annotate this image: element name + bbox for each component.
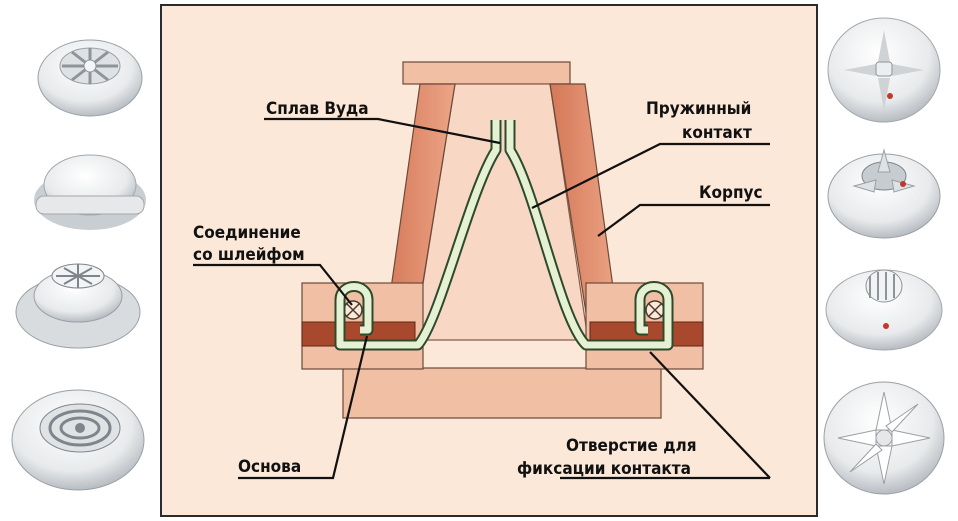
heat-detector-icon xyxy=(37,39,143,117)
leader-lines xyxy=(193,117,771,480)
heat-detector-icon xyxy=(827,17,941,123)
left-detector-column xyxy=(11,39,146,491)
right-clamp xyxy=(645,300,665,320)
spring-contact xyxy=(334,120,674,351)
label-housing: Корпус xyxy=(699,183,763,203)
top-cap xyxy=(402,61,571,85)
heat-detector-icon xyxy=(15,263,141,349)
heat-detector-icon xyxy=(823,381,945,495)
label-base: Основа xyxy=(238,457,301,477)
label-spring-contact-1: Пружинный xyxy=(646,99,751,119)
heat-detector-icon xyxy=(827,148,941,239)
label-spring-contact-2: контакт xyxy=(682,123,752,143)
heat-detector-icon xyxy=(34,154,146,230)
right-detector-column xyxy=(823,17,945,495)
heat-detector-icon xyxy=(11,389,145,491)
label-loop-connection-1: Соединение xyxy=(193,223,301,243)
left-clamp xyxy=(343,300,363,320)
label-loop-connection-2: со шлейфом xyxy=(193,245,305,265)
base-block xyxy=(342,367,662,419)
label-wood-alloy: Сплав Вуда xyxy=(266,99,369,119)
heat-detector-icon xyxy=(825,269,943,351)
label-fix-hole-2: фиксации контакта xyxy=(517,459,691,479)
label-fix-hole-1: Отверстие для xyxy=(566,436,697,456)
